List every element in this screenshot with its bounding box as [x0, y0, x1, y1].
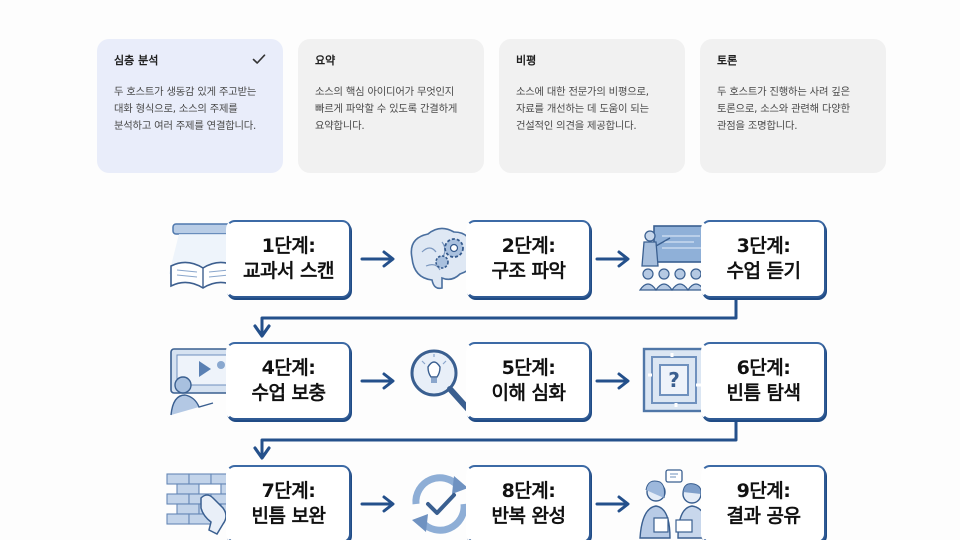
step-7-box: 7단계: 빈틈 보완: [226, 465, 351, 540]
video-lesson-icon: [170, 348, 238, 416]
cycle-check-icon: [412, 474, 468, 534]
card-title: 비평: [516, 54, 537, 67]
step-label: 구조 파악: [491, 260, 566, 282]
arrow-right-icon: [360, 250, 395, 268]
step-number: 2단계:: [501, 235, 556, 257]
audio-format-options: 심층 분석 두 호스트가 생동감 있게 주고받는 대화 형식으로, 소스의 주제…: [97, 39, 886, 173]
step-1-box: 1단계: 교과서 스캔: [226, 220, 351, 298]
step-label: 교과서 스캔: [242, 260, 335, 282]
step-number: 5단계:: [501, 357, 556, 379]
step-4-box: 4단계: 수업 보충: [226, 342, 351, 420]
arrow-right-icon: [360, 372, 395, 390]
step-label: 수업 듣기: [726, 260, 801, 282]
step-number: 4단계:: [261, 357, 316, 379]
card-description: 소스에 대한 전문가의 비평으로, 자료를 개선하는 데 도움이 되는 건설적인…: [516, 86, 649, 132]
card-description: 소스의 핵심 아이디어가 무엇인지 빠르게 파악할 수 있도록 간결하게 요약합…: [315, 86, 458, 132]
arrow-right-icon: [595, 495, 630, 513]
step-label: 이해 심화: [491, 382, 566, 404]
book-scanner-icon: [169, 223, 237, 289]
format-card-summary[interactable]: 요약 소스의 핵심 아이디어가 무엇인지 빠르게 파악할 수 있도록 간결하게 …: [298, 39, 484, 173]
brain-gears-icon: [410, 227, 475, 290]
format-card-deep-dive[interactable]: 심층 분석 두 호스트가 생동감 있게 주고받는 대화 형식으로, 소스의 주제…: [97, 39, 283, 173]
learning-steps-diagram: 1단계: 교과서 스캔 2단계: 구조 파악 3단계: 수업 듣기: [0, 180, 960, 540]
step-label: 수업 보충: [251, 382, 326, 404]
step-number: 1단계:: [261, 235, 316, 257]
step-9-box: 9단계: 결과 공유: [701, 465, 826, 540]
card-description: 두 호스트가 진행하는 사려 깊은 토론으로, 소스와 관련해 다양한 관점을 …: [717, 86, 850, 132]
card-title: 심층 분석: [114, 54, 159, 67]
step-number: 7단계:: [261, 480, 316, 502]
step-label: 결과 공유: [726, 505, 801, 527]
step-5-box: 5단계: 이해 심화: [466, 342, 591, 420]
step-number: 3단계:: [736, 235, 791, 257]
step-number: 6단계:: [736, 357, 791, 379]
card-title: 요약: [315, 54, 336, 67]
format-card-critique[interactable]: 비평 소스에 대한 전문가의 비평으로, 자료를 개선하는 데 도움이 되는 건…: [499, 39, 685, 173]
svg-text:?: ?: [668, 368, 680, 392]
step-number: 8단계:: [501, 480, 556, 502]
check-icon: [252, 54, 266, 64]
step-label: 반복 완성: [491, 505, 566, 527]
magnifier-lightbulb-icon: [410, 349, 471, 412]
card-description: 두 호스트가 생동감 있게 주고받는 대화 형식으로, 소스의 주제를 분석하고…: [114, 86, 257, 132]
arrow-right-icon: [360, 495, 395, 513]
format-card-debate[interactable]: 토론 두 호스트가 진행하는 사려 깊은 토론으로, 소스와 관련해 다양한 관…: [700, 39, 886, 173]
arrow-right-icon: [595, 250, 630, 268]
step-3-box: 3단계: 수업 듣기: [701, 220, 826, 298]
step-2-box: 2단계: 구조 파악: [466, 220, 591, 298]
step-label: 빈틈 보완: [251, 505, 326, 527]
brick-wall-hand-icon: [166, 473, 236, 535]
maze-question-icon: ?: [642, 347, 706, 413]
arrow-right-icon: [595, 372, 630, 390]
step-number: 9단계:: [736, 480, 791, 502]
step-8-box: 8단계: 반복 완성: [466, 465, 591, 540]
wrap-arrow-icon: [253, 300, 738, 338]
card-title: 토론: [717, 54, 738, 67]
step-label: 빈틈 탐색: [726, 382, 801, 404]
wrap-arrow-icon: [253, 422, 738, 460]
step-6-box: 6단계: 빈틈 탐색: [701, 342, 826, 420]
